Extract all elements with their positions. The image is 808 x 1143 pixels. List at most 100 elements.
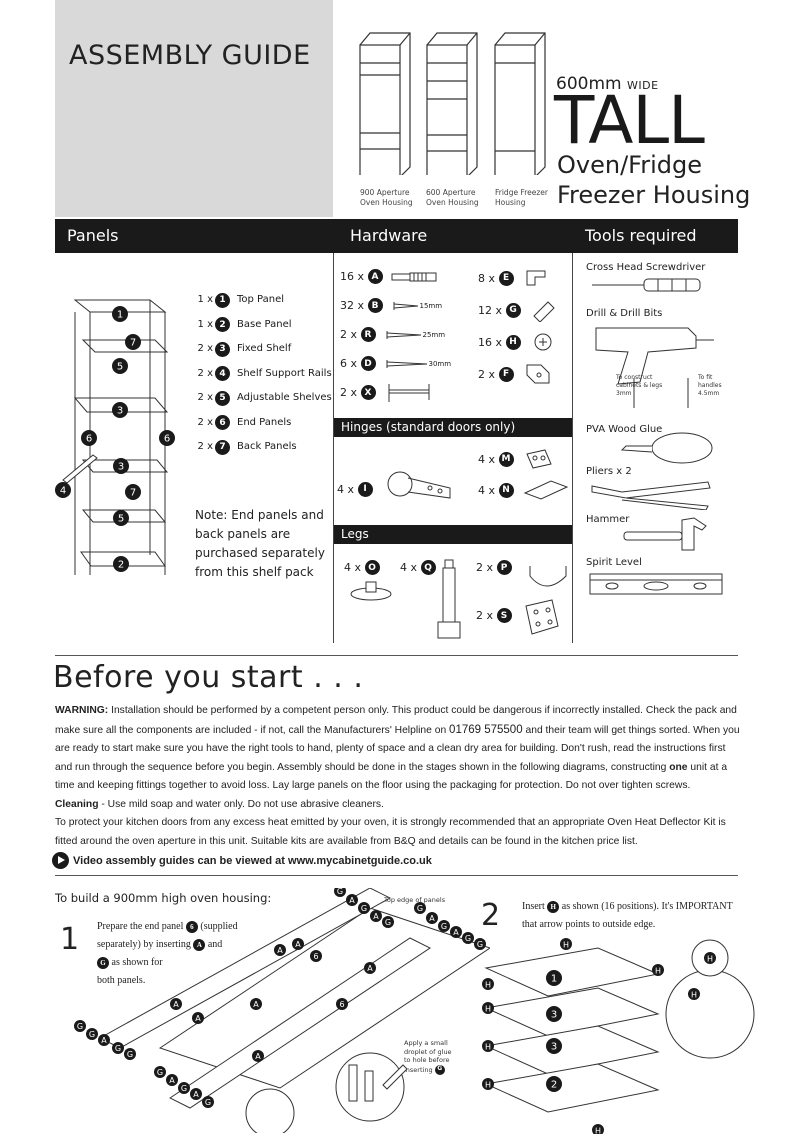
part-badge-label: G: [385, 918, 391, 927]
section-divider: [55, 875, 738, 876]
panel-number-badge: [125, 334, 141, 350]
panel-number-badge: [112, 402, 128, 418]
part-badge-label: H: [655, 967, 661, 976]
part-badge: [334, 888, 346, 897]
part-badge: [112, 1042, 124, 1054]
column-divider: [333, 253, 334, 643]
part-badge: [474, 938, 486, 950]
part-badge-label: H: [485, 1005, 491, 1014]
part-badge: [98, 1034, 110, 1046]
play-icon: [52, 852, 69, 869]
part-badge-label: 1: [551, 974, 557, 985]
part-badge-label: A: [195, 1014, 201, 1023]
instructions-text: WARNING: Installation should be performe…: [55, 705, 740, 847]
column-divider: [572, 253, 573, 643]
drill-icon: [595, 327, 714, 385]
part-badge-label: H: [691, 991, 697, 1000]
video-link-line: Video assembly guides can be viewed at w…: [52, 852, 432, 869]
shelf-pin-icon: [526, 270, 546, 286]
panel-number-label: 2: [118, 560, 124, 571]
panel-number-badge: [125, 484, 141, 500]
panel-number-label: 3: [118, 462, 124, 473]
part-badge: [310, 950, 322, 962]
list-item: 4 x O: [344, 560, 387, 575]
page-title: ASSEMBLY GUIDE: [69, 40, 311, 71]
part-badge-label: A: [367, 964, 373, 973]
steps-intro: To build a 900mm high oven housing:: [55, 891, 272, 905]
panel-number-label: 7: [130, 488, 136, 499]
step-1-number: 1: [60, 922, 80, 957]
hardware-heading: Hardware: [350, 226, 428, 245]
width-label: 600mm WIDE: [556, 74, 659, 94]
hardware-left-list: 16 x A 32 x B 15mm 2 x R 25mm 6 x D 30mm…: [340, 262, 460, 407]
part-badge: [192, 1012, 204, 1024]
part-badge: [482, 1040, 494, 1052]
part-badge: [190, 1088, 202, 1100]
tool-drill-label: Drill & Drill Bits: [586, 308, 663, 319]
part-badge: [482, 1078, 494, 1090]
step-1-text: Prepare the end panel 6 (supplied separa…: [97, 920, 238, 986]
part-badge-label: A: [453, 928, 459, 937]
part-badge: [154, 1066, 166, 1078]
panel-note: Note: End panels and back panels are pur…: [195, 508, 325, 579]
title-block: ASSEMBLY GUIDE: [55, 0, 333, 217]
tool-screwdriver-label: Cross Head Screwdriver: [586, 262, 706, 273]
part-badge: [274, 944, 286, 956]
list-item: 2 x R 25mm: [340, 327, 446, 342]
before-heading: Before you start . . .: [53, 660, 364, 695]
hardware-right-list: 8 x E 12 x G 16 x H 2 x F: [478, 262, 573, 390]
product-subtitle: Oven/Fridge Freezer Housing: [557, 151, 751, 209]
part-badge: [462, 932, 474, 944]
part-badge-label: G: [465, 934, 471, 943]
panel-number-badge: [113, 458, 129, 474]
part-badge-label: A: [295, 940, 301, 949]
part-badge-label: G: [441, 922, 447, 931]
list-item: 2 x X: [340, 378, 460, 407]
list-item: 6 x D 30mm: [340, 356, 452, 371]
panel-number-label: 3: [117, 406, 123, 417]
part-badge: [450, 926, 462, 938]
screw-icon: [386, 359, 427, 368]
part-badge-label: A: [277, 946, 283, 955]
cabinet-variants-illustration: [359, 32, 546, 175]
legs-bar: Legs: [334, 525, 572, 544]
step-2-text: Insert H as shown (16 positions). It's I…: [522, 900, 733, 930]
part-badge-label: 2: [551, 1080, 557, 1091]
video-link[interactable]: www.mycabinetguide.co.uk: [288, 854, 432, 867]
part-badge: [652, 964, 664, 976]
leg-base-icon: [350, 581, 392, 601]
list-item: 8 x E: [478, 262, 573, 294]
part-badge: [178, 1082, 190, 1094]
list-item: 12 x G: [478, 294, 573, 326]
tool-level-label: Spirit Level: [586, 557, 642, 568]
screw-icon: [386, 330, 421, 339]
part-badge: [414, 902, 426, 914]
part-badge: [438, 920, 450, 932]
part-badge-label: A: [173, 1000, 179, 1009]
list-item: 4 x I: [337, 464, 460, 514]
part-badge: [346, 894, 358, 906]
list-item: 16 x A: [340, 262, 460, 291]
panel-number-badge: [55, 482, 71, 498]
part-badge: [546, 970, 562, 986]
list-item: 16 x H: [478, 326, 573, 358]
tool-glue-label: PVA Wood Glue: [586, 424, 663, 435]
list-item: 32 x B 15mm: [340, 298, 443, 313]
panel-number-label: 1: [117, 310, 123, 321]
part-badge: [592, 1124, 604, 1134]
top-edge-label: Top edge of panels: [384, 896, 446, 904]
panel-number-label: 6: [86, 434, 92, 445]
part-badge-label: G: [361, 904, 367, 913]
part-badge-label: G: [77, 1022, 83, 1031]
part-badge-label: G: [89, 1030, 95, 1039]
